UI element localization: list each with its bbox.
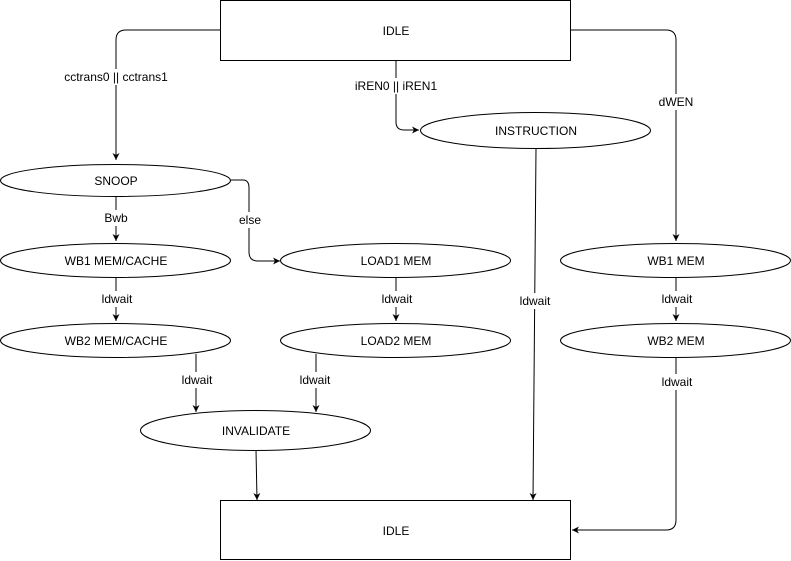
edge-label-ldwait-instruction: ldwait [514, 293, 554, 309]
svg-text:WB1 MEM: WB1 MEM [647, 254, 704, 268]
edge-label-cctrans: cctrans0 || cctrans1 [58, 69, 176, 85]
state-invalidate: INVALIDATE [140, 410, 371, 451]
state-wb1-mem: WB1 MEM [560, 243, 791, 278]
state-idle-bottom: IDLE [220, 500, 571, 560]
state-wb2-mem: WB2 MEM [560, 323, 791, 358]
svg-text:IDLE: IDLE [383, 524, 410, 538]
state-load2-mem: LOAD2 MEM [280, 323, 511, 358]
edge-idle-to-wb1-mem [571, 29, 680, 241]
edge-label-ldwait-wb2-cache: ldwait [176, 372, 216, 388]
svg-text:iREN0 || iREN1: iREN0 || iREN1 [355, 79, 438, 93]
state-wb2-mem-cache: WB2 MEM/CACHE [0, 323, 231, 358]
edge-invalidate-to-idle [253, 449, 261, 501]
state-wb1-mem-cache: WB1 MEM/CACHE [0, 243, 231, 278]
svg-text:ldwait: ldwait [182, 373, 213, 387]
edge-label-ldwait-wb1-mem: ldwait [656, 291, 696, 307]
svg-text:ldwait: ldwait [382, 292, 413, 306]
edge-instruction-to-idle [529, 147, 537, 501]
svg-text:ldwait: ldwait [300, 373, 331, 387]
svg-text:else: else [239, 213, 261, 227]
edge-idle-to-snoop [112, 29, 220, 160]
svg-text:IDLE: IDLE [383, 24, 410, 38]
edge-label-else: else [236, 212, 264, 228]
svg-text:WB1 MEM/CACHE: WB1 MEM/CACHE [65, 254, 168, 268]
svg-text:ldwait: ldwait [520, 294, 551, 308]
svg-text:INVALIDATE: INVALIDATE [222, 424, 290, 438]
svg-text:cctrans0 || cctrans1: cctrans0 || cctrans1 [64, 70, 168, 84]
edge-label-ldwait-wb1-cache: ldwait [96, 291, 136, 307]
svg-text:LOAD1 MEM: LOAD1 MEM [361, 254, 432, 268]
state-instruction: INSTRUCTION [420, 112, 651, 149]
svg-text:SNOOP: SNOOP [94, 174, 137, 188]
edge-label-bwb: Bwb [102, 210, 130, 226]
svg-text:ldwait: ldwait [102, 292, 133, 306]
svg-text:LOAD2 MEM: LOAD2 MEM [361, 334, 432, 348]
state-snoop: SNOOP [0, 164, 231, 197]
svg-text:WB2 MEM/CACHE: WB2 MEM/CACHE [65, 334, 168, 348]
svg-text:dWEN: dWEN [659, 95, 694, 109]
svg-text:ldwait: ldwait [662, 375, 693, 389]
edge-label-dwen: dWEN [656, 94, 696, 110]
svg-text:ldwait: ldwait [662, 292, 693, 306]
svg-text:Bwb: Bwb [104, 211, 128, 225]
edge-label-ldwait-wb2-mem: ldwait [656, 374, 696, 390]
state-idle-top: IDLE [220, 0, 571, 61]
svg-text:WB2 MEM: WB2 MEM [647, 334, 704, 348]
edge-wb2-mem-to-idle [572, 357, 677, 534]
edge-label-iren: iREN0 || iREN1 [352, 78, 440, 94]
edge-label-ldwait-load2: ldwait [294, 372, 334, 388]
svg-text:INSTRUCTION: INSTRUCTION [495, 124, 577, 138]
state-load1-mem: LOAD1 MEM [280, 243, 511, 278]
edge-label-ldwait-load1: ldwait [376, 291, 416, 307]
edge-idle-to-instruction [395, 60, 419, 134]
